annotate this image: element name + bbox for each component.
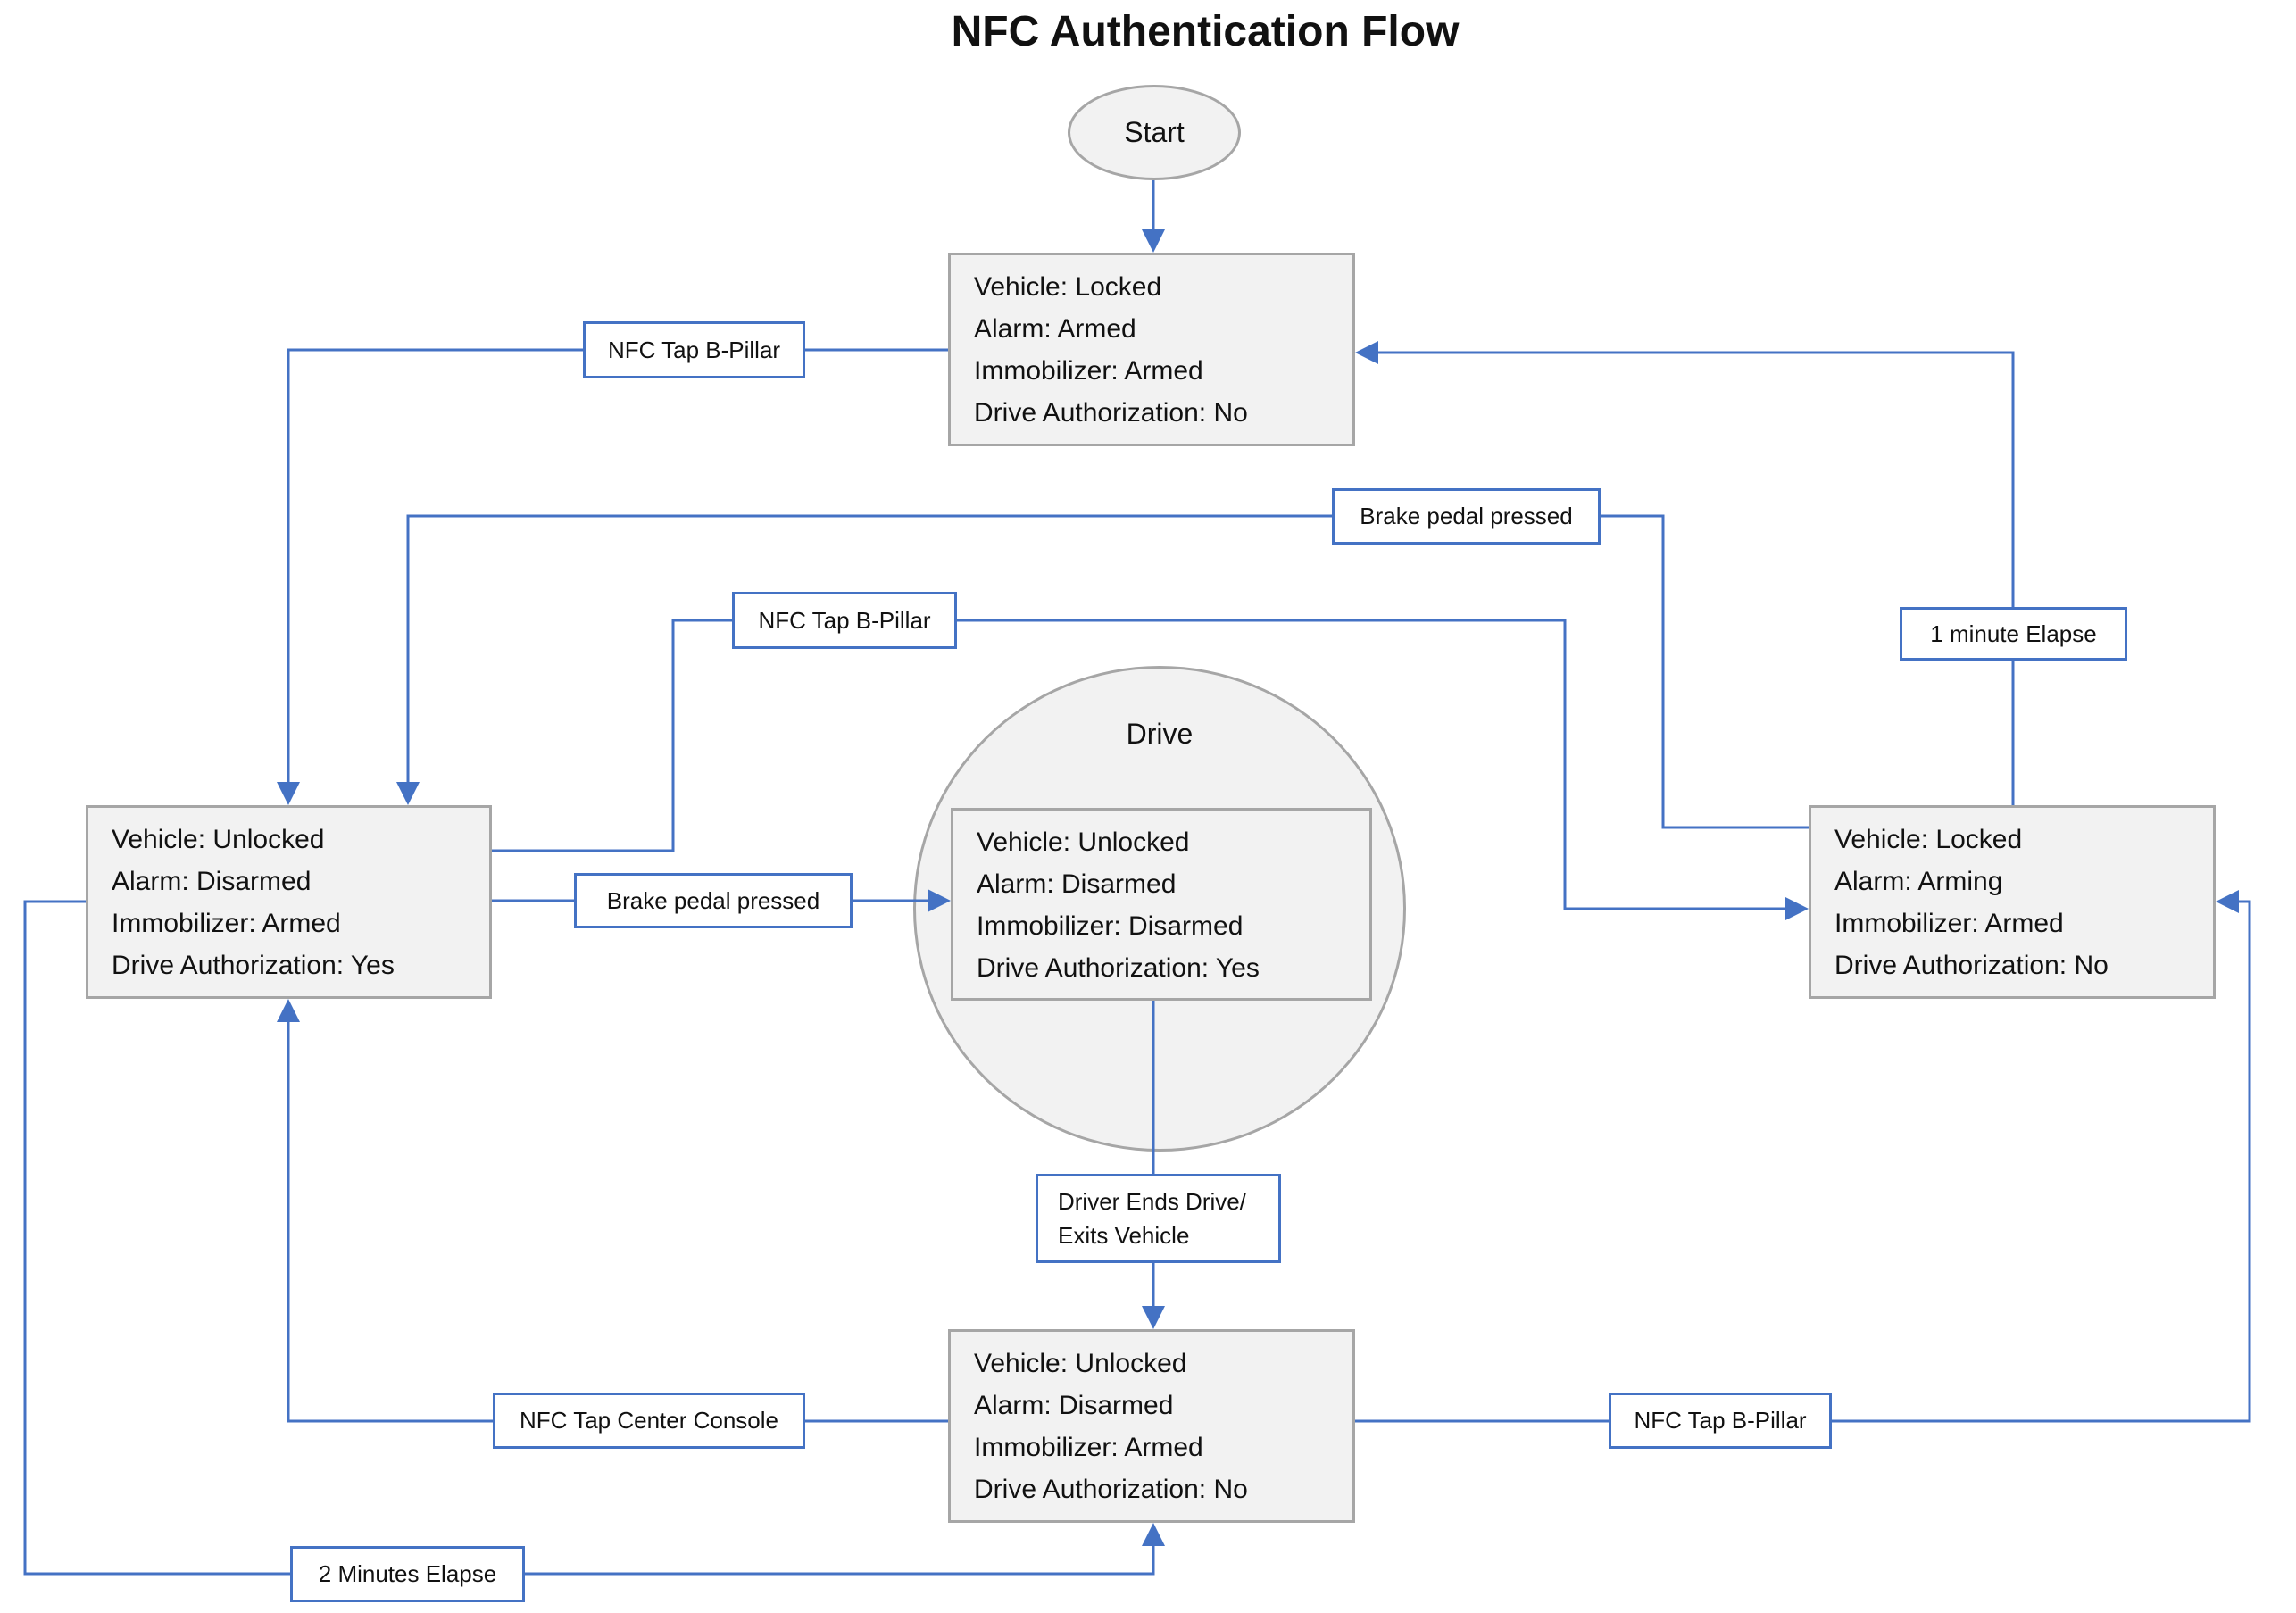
state-line: Immobilizer: Disarmed — [977, 911, 1244, 941]
arrowhead-down — [1142, 1306, 1165, 1329]
state-line: Immobilizer: Armed — [974, 1433, 1203, 1462]
start-label: Start — [1124, 116, 1185, 148]
state-line: Alarm: Disarmed — [974, 1391, 1174, 1420]
node-drive-state: Vehicle: Unlocked Alarm: Disarmed Immobi… — [951, 808, 1372, 1001]
edge-label-text: Brake pedal pressed — [1360, 503, 1573, 529]
diagram-title: NFC Authentication Flow — [951, 8, 1460, 55]
edge-label-brake-pedal-pressed-left: Brake pedal pressed — [574, 873, 853, 928]
edge-label-nfc-tap-b-pillar-top: NFC Tap B-Pillar — [583, 321, 805, 378]
node-start: Start — [1068, 85, 1241, 180]
edge-label-text: NFC Tap B-Pillar — [758, 606, 931, 634]
state-line: Drive Authorization: No — [974, 1475, 1248, 1504]
state-line: Immobilizer: Armed — [1834, 909, 2064, 938]
edge-label-text: Brake pedal pressed — [606, 886, 820, 914]
drive-state-title: Drive — [1126, 718, 1194, 750]
edge-authorized-to-noauth — [23, 900, 1155, 1576]
edge-label-text: 1 minute Elapse — [1930, 619, 2097, 647]
arrowhead-up — [1142, 1523, 1165, 1546]
edge-arming-to-locked-armed — [1377, 351, 2015, 805]
arrowhead-left — [1355, 341, 1378, 364]
edge-label-driver-ends-drive: Driver Ends Drive/ Exits Vehicle — [1036, 1174, 1281, 1263]
edge-label-text: NFC Tap B-Pillar — [1634, 1407, 1807, 1434]
edge-label-nfc-tap-b-pillar-bottom: NFC Tap B-Pillar — [1609, 1393, 1832, 1449]
edge-noauth-to-authorized — [287, 1021, 948, 1423]
state-line: Alarm: Disarmed — [112, 867, 312, 896]
state-line: Immobilizer: Armed — [112, 909, 341, 938]
state-line: Vehicle: Locked — [974, 272, 1162, 302]
edge-label-text: NFC Tap B-Pillar — [607, 336, 781, 363]
edge-label-two-minutes-elapse: 2 Minutes Elapse — [290, 1546, 525, 1602]
node-locked-armed: Vehicle: Locked Alarm: Armed Immobilizer… — [948, 253, 1355, 446]
edge-label-text: Exits Vehicle — [1058, 1222, 1190, 1249]
edge-label-text: 2 Minutes Elapse — [318, 1560, 497, 1587]
arrowhead-right — [928, 889, 951, 912]
edge-label-one-minute-elapse: 1 minute Elapse — [1900, 607, 2127, 661]
arrowhead-down — [396, 782, 420, 805]
arrowhead-left — [2216, 890, 2239, 913]
arrowhead-up — [277, 999, 300, 1022]
state-line: Drive Authorization: No — [974, 398, 1248, 428]
edge-label-nfc-tap-b-pillar-mid: NFC Tap B-Pillar — [732, 592, 957, 649]
edge-arming-to-authorized — [406, 514, 1809, 829]
arrowhead-down — [277, 782, 300, 805]
state-line: Vehicle: Unlocked — [974, 1349, 1187, 1378]
state-line: Drive Authorization: No — [1834, 951, 2109, 980]
node-locked-arming: Vehicle: Locked Alarm: Arming Immobilize… — [1809, 805, 2216, 999]
state-line: Vehicle: Unlocked — [977, 827, 1190, 857]
state-line: Vehicle: Locked — [1834, 825, 2023, 854]
edge-label-text: NFC Tap Center Console — [520, 1407, 778, 1434]
state-line: Alarm: Armed — [974, 314, 1136, 344]
edge-label-nfc-tap-center-console: NFC Tap Center Console — [493, 1393, 805, 1449]
state-line: Drive Authorization: Yes — [112, 951, 395, 980]
node-unlocked-authorized: Vehicle: Unlocked Alarm: Disarmed Immobi… — [86, 805, 492, 999]
edge-label-brake-pedal-pressed-top: Brake pedal pressed — [1332, 488, 1601, 545]
edge-locked-armed-to-authorized — [287, 348, 948, 783]
state-line: Immobilizer: Armed — [974, 356, 1203, 386]
arrowhead-down — [1142, 229, 1165, 253]
state-line: Vehicle: Unlocked — [112, 825, 325, 854]
state-line: Alarm: Arming — [1834, 867, 2003, 896]
edge-label-text: Driver Ends Drive/ — [1058, 1188, 1246, 1215]
edge-noauth-to-arming — [1355, 900, 2251, 1423]
arrowhead-right — [1785, 897, 1809, 920]
edge-authorized-to-arming — [492, 619, 1786, 910]
node-unlocked-noauth: Vehicle: Unlocked Alarm: Disarmed Immobi… — [948, 1329, 1355, 1523]
state-line: Drive Authorization: Yes — [977, 953, 1260, 983]
state-line: Alarm: Disarmed — [977, 869, 1177, 899]
